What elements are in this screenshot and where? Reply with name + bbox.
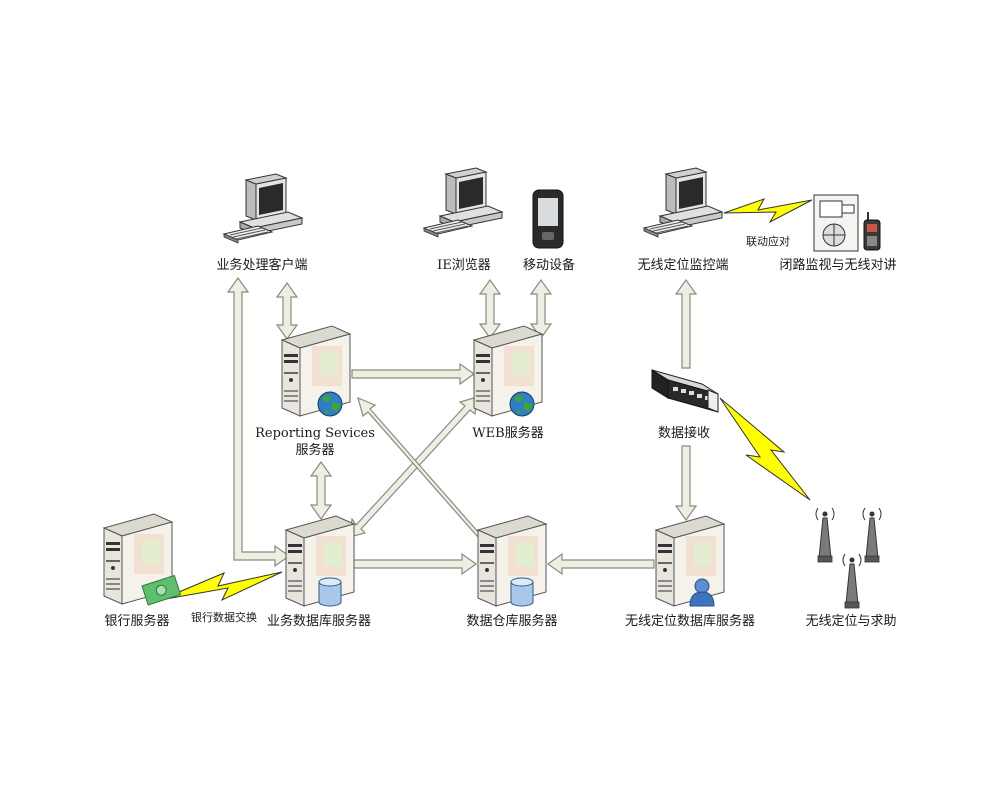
- ie-browser-computer-icon: [423, 167, 503, 238]
- web-server-label: WEB服务器: [472, 426, 544, 441]
- arrow-bizdb-web: [349, 396, 478, 538]
- arrow-client-reporting: [275, 281, 299, 341]
- lightning-monitor-cctv: [723, 198, 813, 224]
- arrow-wirelessdb-warehouse: [546, 552, 655, 576]
- reporting-server-label: Reporting Sevices: [255, 426, 375, 441]
- ie-browser-label: IE浏览器: [437, 258, 491, 273]
- arrow-warehouse-reporting: [357, 396, 484, 537]
- mobile-device-icon: [532, 189, 564, 249]
- connection-arrows: [226, 276, 698, 576]
- lightning-receiver-antenna: [719, 397, 811, 501]
- arrow-receiver-monitor: [674, 278, 698, 369]
- walkie-talkie-icon: [863, 212, 881, 251]
- arrow-client-bizdb: [226, 276, 291, 568]
- arrow-reporting-bizdb: [309, 460, 333, 521]
- arrow-receiver-wirelessdb: [674, 445, 698, 522]
- wireless-monitor-label: 无线定位监控端: [637, 258, 729, 273]
- reporting-server-label-line2: 服务器: [295, 443, 335, 458]
- wireless-positioning-label: 无线定位与求助: [805, 614, 897, 629]
- wireless-db-server-icon: [655, 515, 725, 607]
- bank-server-icon: [103, 513, 182, 606]
- arrow-mobile-web: [529, 278, 553, 340]
- business-client-computer-icon: [223, 173, 303, 244]
- network-switch-icon: [651, 369, 719, 413]
- antenna-icon: [815, 507, 835, 563]
- bank-server-label: 银行服务器: [104, 614, 170, 629]
- data-warehouse-server-label: 数据仓库服务器: [466, 614, 558, 629]
- web-server-icon: [473, 325, 543, 417]
- wireless-db-server-label: 无线定位数据库服务器: [624, 614, 756, 629]
- arrow-reporting-web: [351, 362, 476, 386]
- antenna-icon: [862, 507, 882, 563]
- mobile-device-label: 移动设备: [522, 258, 576, 273]
- data-receiver-label: 数据接收: [657, 426, 711, 441]
- business-db-server-icon: [285, 515, 355, 607]
- arrow-bizdb-warehouse: [351, 552, 478, 576]
- bank-data-exchange-label: 银行数据交换: [191, 611, 257, 624]
- reporting-server-icon: [281, 325, 351, 417]
- linkage-response-label: 联动应对: [746, 235, 790, 248]
- data-warehouse-server-icon: [477, 515, 547, 607]
- arrow-ie-web: [478, 278, 502, 340]
- business-client-label: 业务处理客户端: [216, 258, 308, 273]
- business-db-server-label: 业务数据库服务器: [266, 614, 372, 629]
- wireless-links: [159, 198, 813, 602]
- cctv-camera-icon: [813, 194, 859, 252]
- antenna-icon: [842, 553, 862, 609]
- wireless-monitor-computer-icon: [643, 167, 723, 238]
- cctv-intercom-label: 闭路监视与无线对讲: [779, 258, 897, 273]
- lightning-bank-bizdb: [159, 571, 283, 602]
